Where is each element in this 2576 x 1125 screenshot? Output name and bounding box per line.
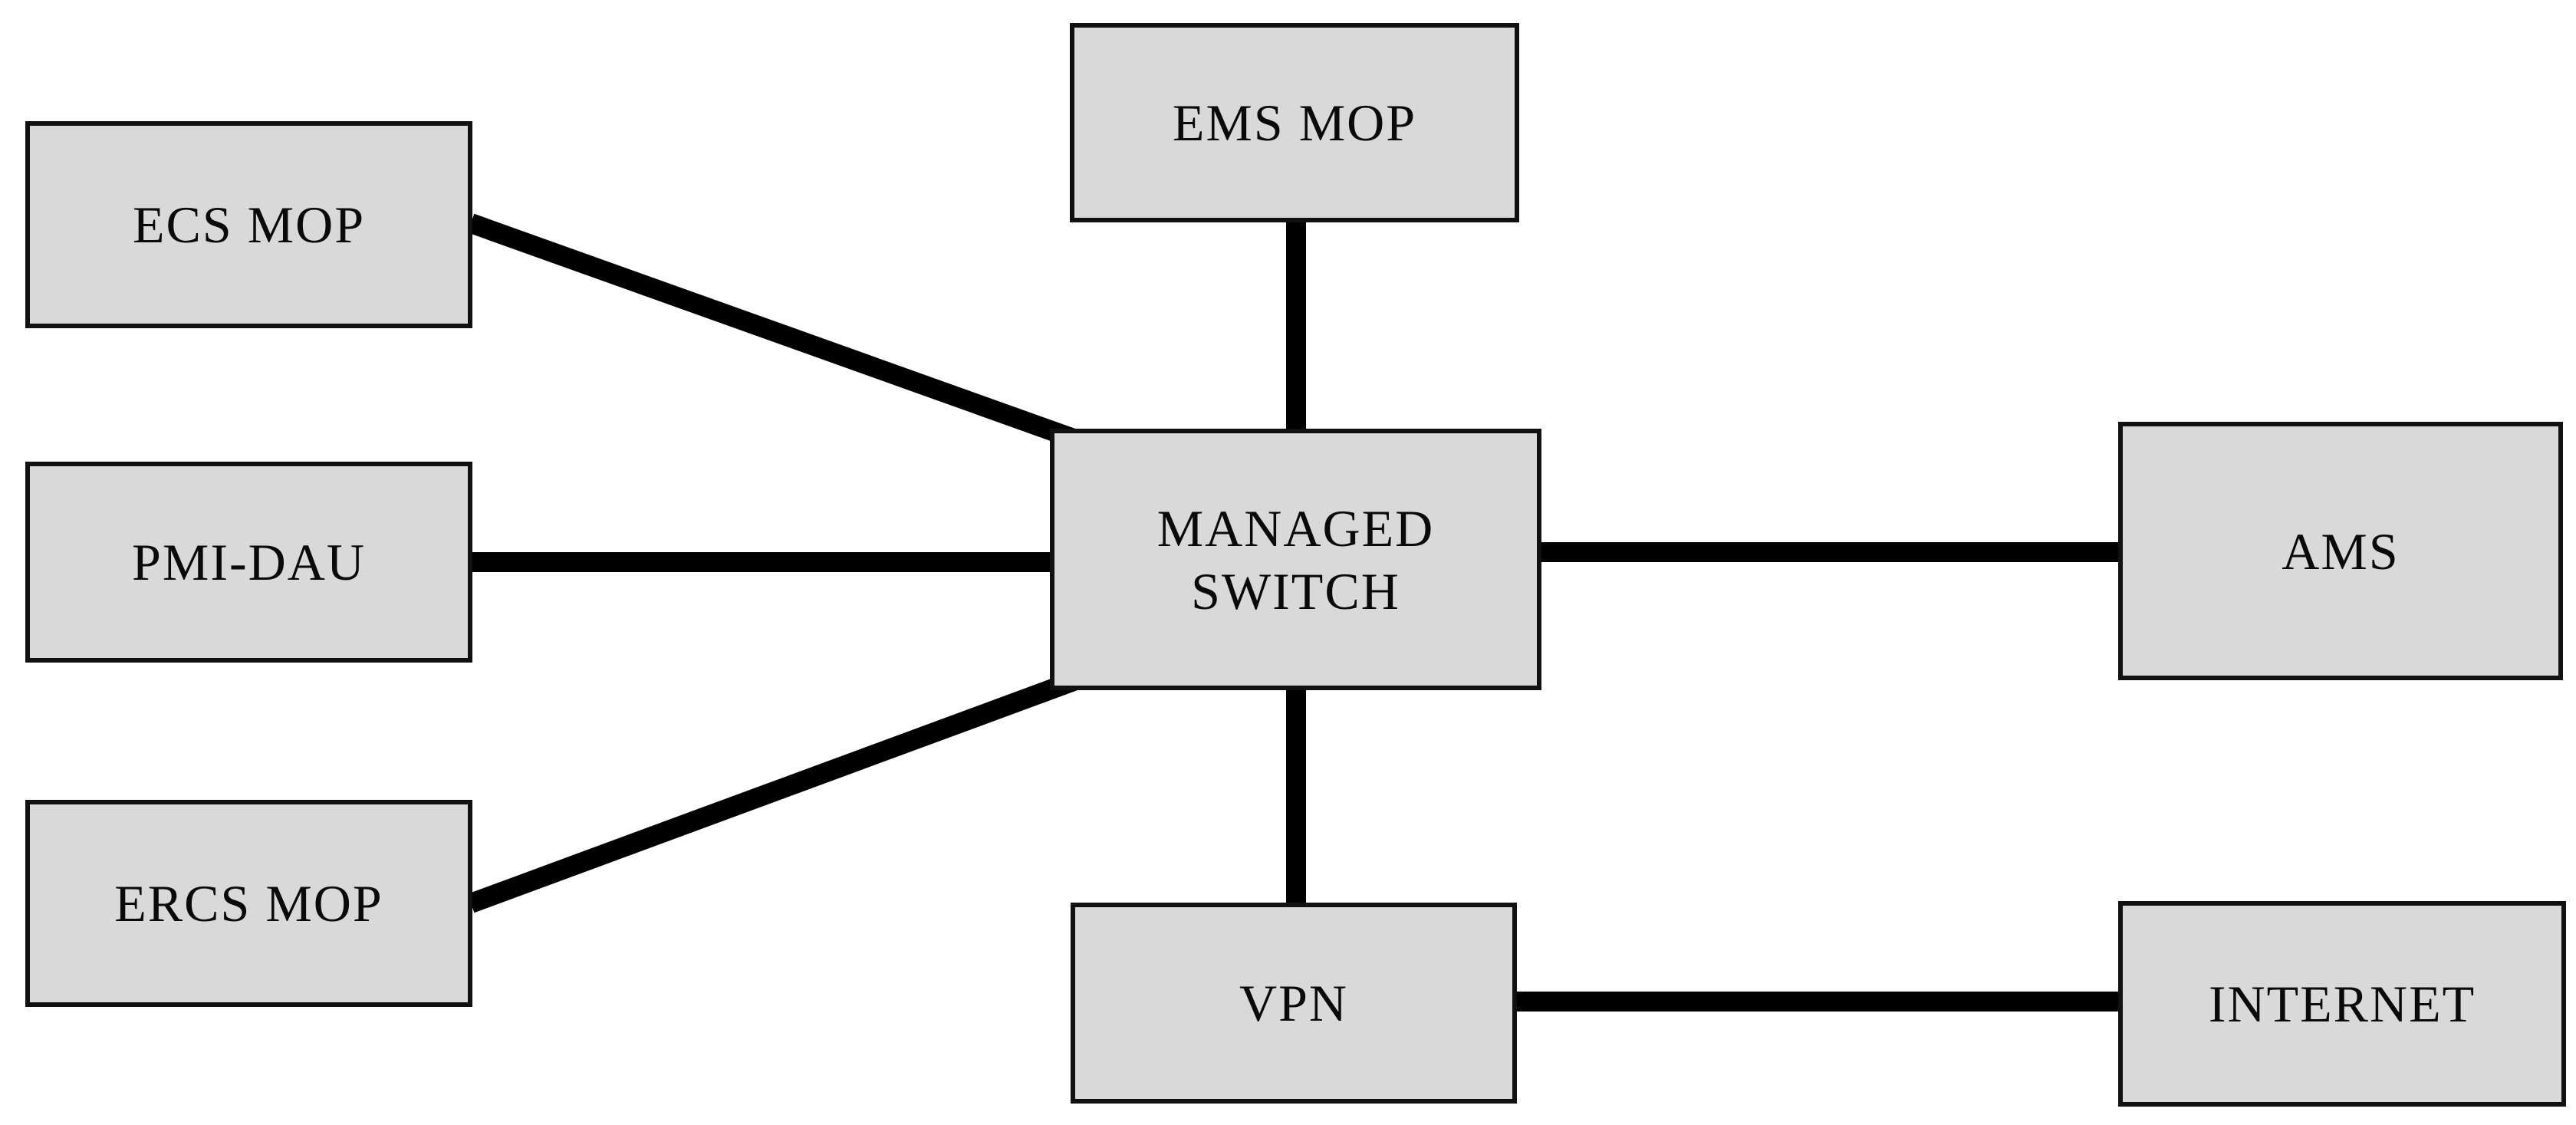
node-managed-switch-label: MANAGED SWITCH: [1156, 498, 1435, 620]
node-vpn: VPN: [1071, 903, 1517, 1104]
node-pmi-dau-label: PMI-DAU: [132, 533, 366, 591]
node-pmi-dau: PMI-DAU: [25, 462, 472, 663]
node-ecs-mop-label: ECS MOP: [132, 196, 366, 254]
node-ems-mop: EMS MOP: [1070, 23, 1519, 222]
edge-ecs-mop-managed-switch: [467, 213, 1077, 449]
node-ecs-mop: ECS MOP: [25, 121, 472, 328]
node-vpn-label: VPN: [1239, 974, 1349, 1032]
node-managed-switch: MANAGED SWITCH: [1050, 429, 1541, 690]
node-ams-label: AMS: [2282, 521, 2400, 581]
node-internet-label: INTERNET: [2208, 975, 2476, 1033]
node-ercs-mop: ERCS MOP: [25, 800, 472, 1007]
node-ercs-mop-label: ERCS MOP: [114, 874, 383, 933]
node-internet: INTERNET: [2118, 901, 2566, 1107]
edge-ercs-mop-managed-switch: [467, 671, 1077, 913]
node-ems-mop-label: EMS MOP: [1172, 94, 1417, 152]
node-ams: AMS: [2118, 422, 2563, 680]
